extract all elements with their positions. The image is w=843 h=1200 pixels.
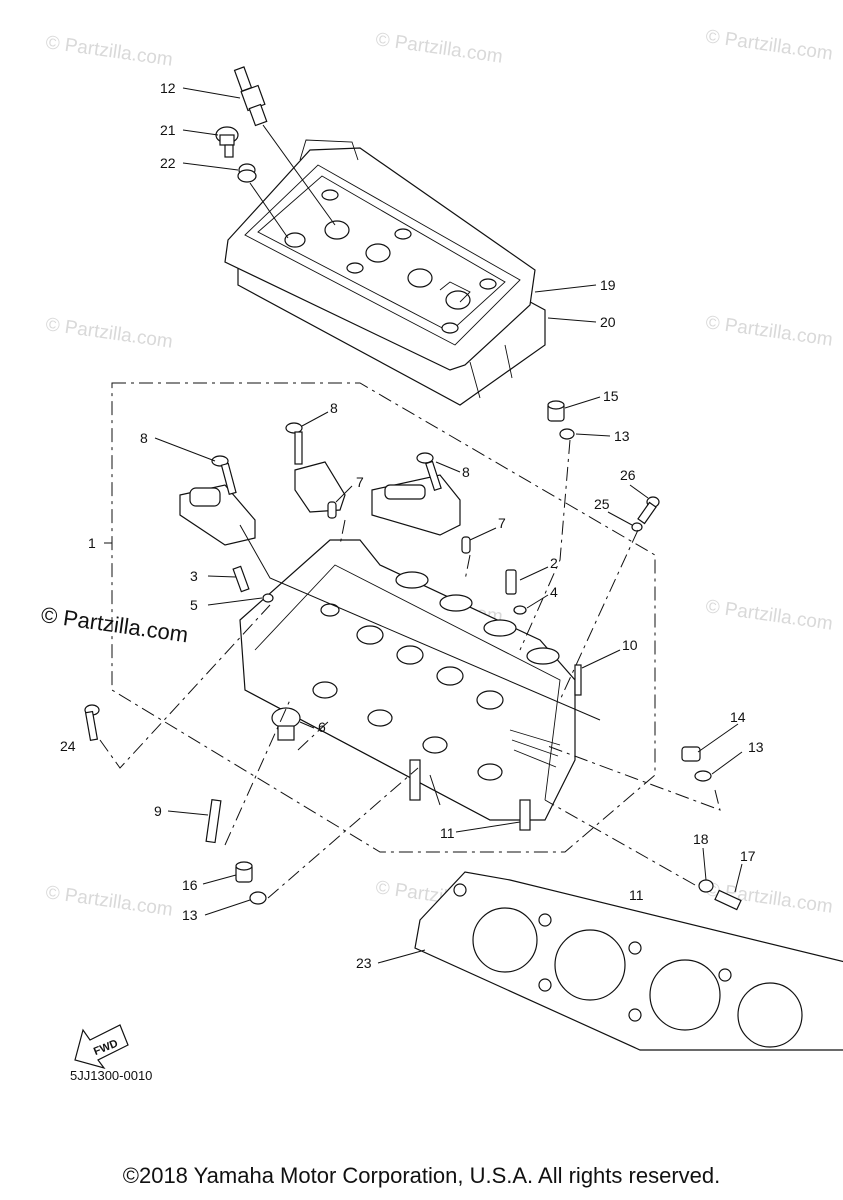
callout-label: 14 (730, 709, 746, 725)
callout-label: 8 (462, 464, 470, 480)
callout-label: 13 (182, 907, 198, 923)
washer (249, 891, 267, 905)
watermark: © Partzilla.com (374, 29, 504, 68)
callout-label: 2 (550, 555, 558, 571)
watermark: © Partzilla.com (44, 32, 174, 71)
o-ring (513, 605, 527, 615)
callout-label: 8 (140, 430, 148, 446)
callout-label: 10 (622, 637, 638, 653)
callout-label: 18 (693, 831, 709, 847)
bolt (84, 704, 100, 742)
callout-label: 11 (629, 887, 644, 903)
assembly-boundary (111, 382, 656, 853)
cap-nut (681, 746, 701, 762)
forward-arrow-icon: FWD (74, 1024, 129, 1070)
spark-plug (233, 66, 268, 127)
watermark: © Partzilla.com (704, 26, 834, 65)
watermark: © Partzilla.com (44, 882, 174, 921)
callout-label: 20 (600, 314, 616, 330)
camshaft-cap-left (179, 484, 256, 546)
callout-label: 17 (740, 848, 756, 864)
callout-label: 22 (160, 155, 176, 171)
callout-label: 13 (748, 739, 764, 755)
callout-label: 9 (154, 803, 162, 819)
cap-nut (235, 861, 253, 883)
cap-nut (547, 400, 565, 422)
callout-label: 8 (330, 400, 338, 416)
callout-label: 21 (160, 122, 176, 138)
cover-grommet (237, 163, 257, 183)
callout-label: 1 (88, 535, 96, 551)
stud-bolt (205, 798, 222, 844)
callout-label: 7 (498, 515, 506, 531)
callout-label: 5 (190, 597, 198, 613)
washer (694, 770, 712, 782)
o-ring (262, 593, 274, 603)
bolt (714, 889, 742, 911)
callout-label: 7 (356, 474, 364, 490)
cap-bolt (211, 455, 237, 495)
cylinder-head-gasket (414, 871, 843, 1051)
watermark: © Partzilla.com (704, 312, 834, 351)
callout-label: 24 (60, 738, 76, 754)
callout-label: 12 (160, 80, 176, 96)
cylinder-head (239, 539, 582, 831)
callout-label: 23 (356, 955, 372, 971)
leader-lines (104, 87, 743, 964)
callout-label: 4 (550, 584, 558, 600)
cap-bolt (416, 452, 442, 491)
copyright-notice: ©2018 Yamaha Motor Corporation, U.S.A. A… (122, 1163, 721, 1188)
watermark: © Partzilla.com (44, 314, 174, 353)
callout-label: 6 (318, 719, 326, 735)
diagram-code: 5JJ1300-0010 (70, 1068, 153, 1083)
callout-label: 13 (614, 428, 630, 444)
alignment-lines (99, 439, 721, 899)
stud (505, 569, 517, 595)
watermark: © Partzilla.com (704, 596, 834, 635)
callout-label: 15 (603, 388, 619, 404)
cover-bolt (215, 126, 239, 158)
dowel-pin (327, 501, 337, 519)
callout-label: 19 (600, 277, 616, 293)
callout-label: 25 (594, 496, 610, 512)
cylinder-head-cover (224, 139, 546, 406)
oil-plug (271, 707, 301, 741)
camshaft-cap-right (371, 474, 461, 536)
washer (698, 879, 714, 893)
stud (232, 565, 250, 593)
callout-label: 11 (440, 825, 455, 841)
callout-label: 16 (182, 877, 198, 893)
callout-label: 3 (190, 568, 198, 584)
bolt (637, 496, 660, 525)
washer (559, 428, 575, 440)
camshaft-cap-middle (294, 461, 346, 513)
callout-labels: 12 21 22 19 20 15 13 8 8 8 7 7 26 25 1 3… (60, 80, 764, 971)
callout-label: 26 (620, 467, 636, 483)
cap-bolt (285, 422, 303, 465)
washer (631, 522, 643, 532)
dowel-pin (461, 536, 471, 554)
